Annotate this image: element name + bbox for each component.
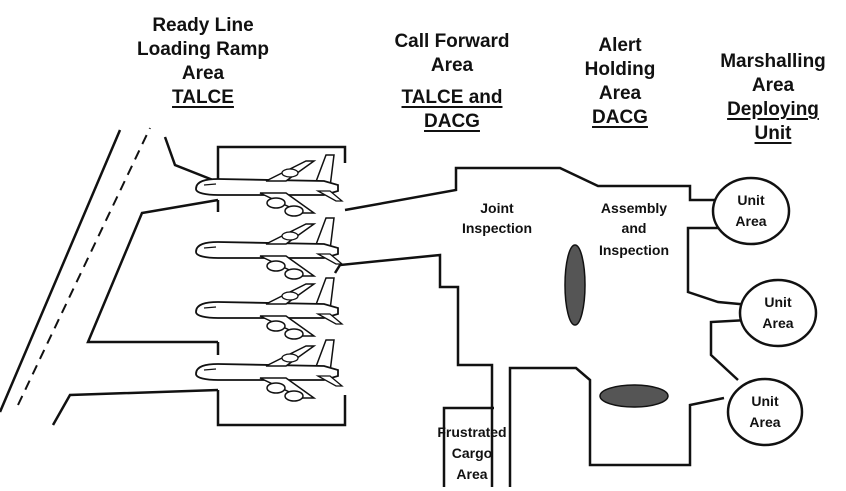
- frustrated-cargo-label-line-2: Cargo: [452, 445, 492, 461]
- assembly-inspection-label-line-1: Assembly: [601, 200, 667, 216]
- ready-line-header: Ready Line Loading Ramp Area TALCE: [128, 14, 278, 110]
- marshalling-agency-line-1: Deploying: [727, 99, 819, 120]
- alert-holding-agency: DACG: [592, 107, 648, 128]
- call-forward-header: Call Forward Area TALCE and DACG: [372, 30, 532, 134]
- call-forward-header-line-1: Call Forward: [394, 31, 510, 52]
- ready-line-header-line-2: Loading Ramp: [137, 39, 269, 60]
- assembly-inspection-label-line-2: and: [622, 220, 647, 236]
- holding-right-wall-upper: [686, 226, 751, 307]
- corridor-upper-wall: [344, 166, 728, 212]
- joint-inspection-label-line-1: Joint: [480, 200, 514, 216]
- ramp-boundary-middle: [86, 198, 219, 344]
- ramp-boundary-lower: [51, 388, 219, 426]
- joint-inspection-label-line-2: Inspection: [462, 220, 532, 236]
- aircraft-icon: [195, 277, 343, 340]
- unit-area-3-label-line-1: Unit: [751, 393, 779, 409]
- unit-area-3-circle: [726, 377, 804, 447]
- marshalling-agency-line-2: Unit: [754, 123, 792, 144]
- assembly-inspection-label-line-3: Inspection: [599, 242, 669, 258]
- call-forward-agency-line-1: TALCE and: [401, 87, 503, 108]
- unit-area-1-label-line-2: Area: [735, 213, 766, 229]
- marshalling-header-line-2: Area: [751, 75, 795, 96]
- corridor-lower-wall: [333, 253, 494, 487]
- runway-edge-line: [0, 129, 122, 413]
- holding-right-wall-lower: [709, 318, 749, 381]
- frustrated-cargo-wall-left: [442, 406, 494, 487]
- call-forward-header-line-2: Area: [430, 55, 474, 76]
- marshalling-header: Marshalling Area Deploying Unit: [700, 50, 846, 146]
- ready-line-header-line-3: Area: [181, 63, 225, 84]
- call-forward-agency-line-2: DACG: [424, 111, 480, 132]
- ready-line-header-line-1: Ready Line: [152, 15, 254, 36]
- unit-area-3-label-line-2: Area: [749, 414, 780, 430]
- unit-area-1-label-line-1: Unit: [737, 192, 765, 208]
- alert-holding-header-line-3: Area: [598, 83, 642, 104]
- alert-holding-header: Alert Holding Area DACG: [565, 34, 675, 130]
- frustrated-cargo-label-line-1: Frustrated: [437, 424, 506, 440]
- unit-area-1-circle: [711, 176, 791, 246]
- alert-holding-header-line-1: Alert: [598, 35, 642, 56]
- marshalling-header-line-1: Marshalling: [720, 51, 826, 72]
- ramp-boundary-upper: [163, 136, 219, 184]
- ramp-boundary-bottom: [216, 390, 347, 427]
- unit-area-2-label-line-2: Area: [762, 315, 793, 331]
- ready-line-agency: TALCE: [172, 87, 234, 108]
- frustrated-cargo-label-line-3: Area: [456, 466, 487, 482]
- alert-holding-header-line-2: Holding: [584, 59, 656, 80]
- unit-area-2-circle: [738, 278, 818, 348]
- ramp-boundary-top: [216, 145, 347, 182]
- inspection-marker-vertical: [564, 244, 586, 326]
- inspection-marker-horizontal: [599, 384, 669, 408]
- unit-area-2-label-line-1: Unit: [764, 294, 792, 310]
- holding-lower-wall: [508, 366, 725, 487]
- aircraft-icon: [195, 217, 343, 280]
- runway-centerline: [17, 127, 151, 406]
